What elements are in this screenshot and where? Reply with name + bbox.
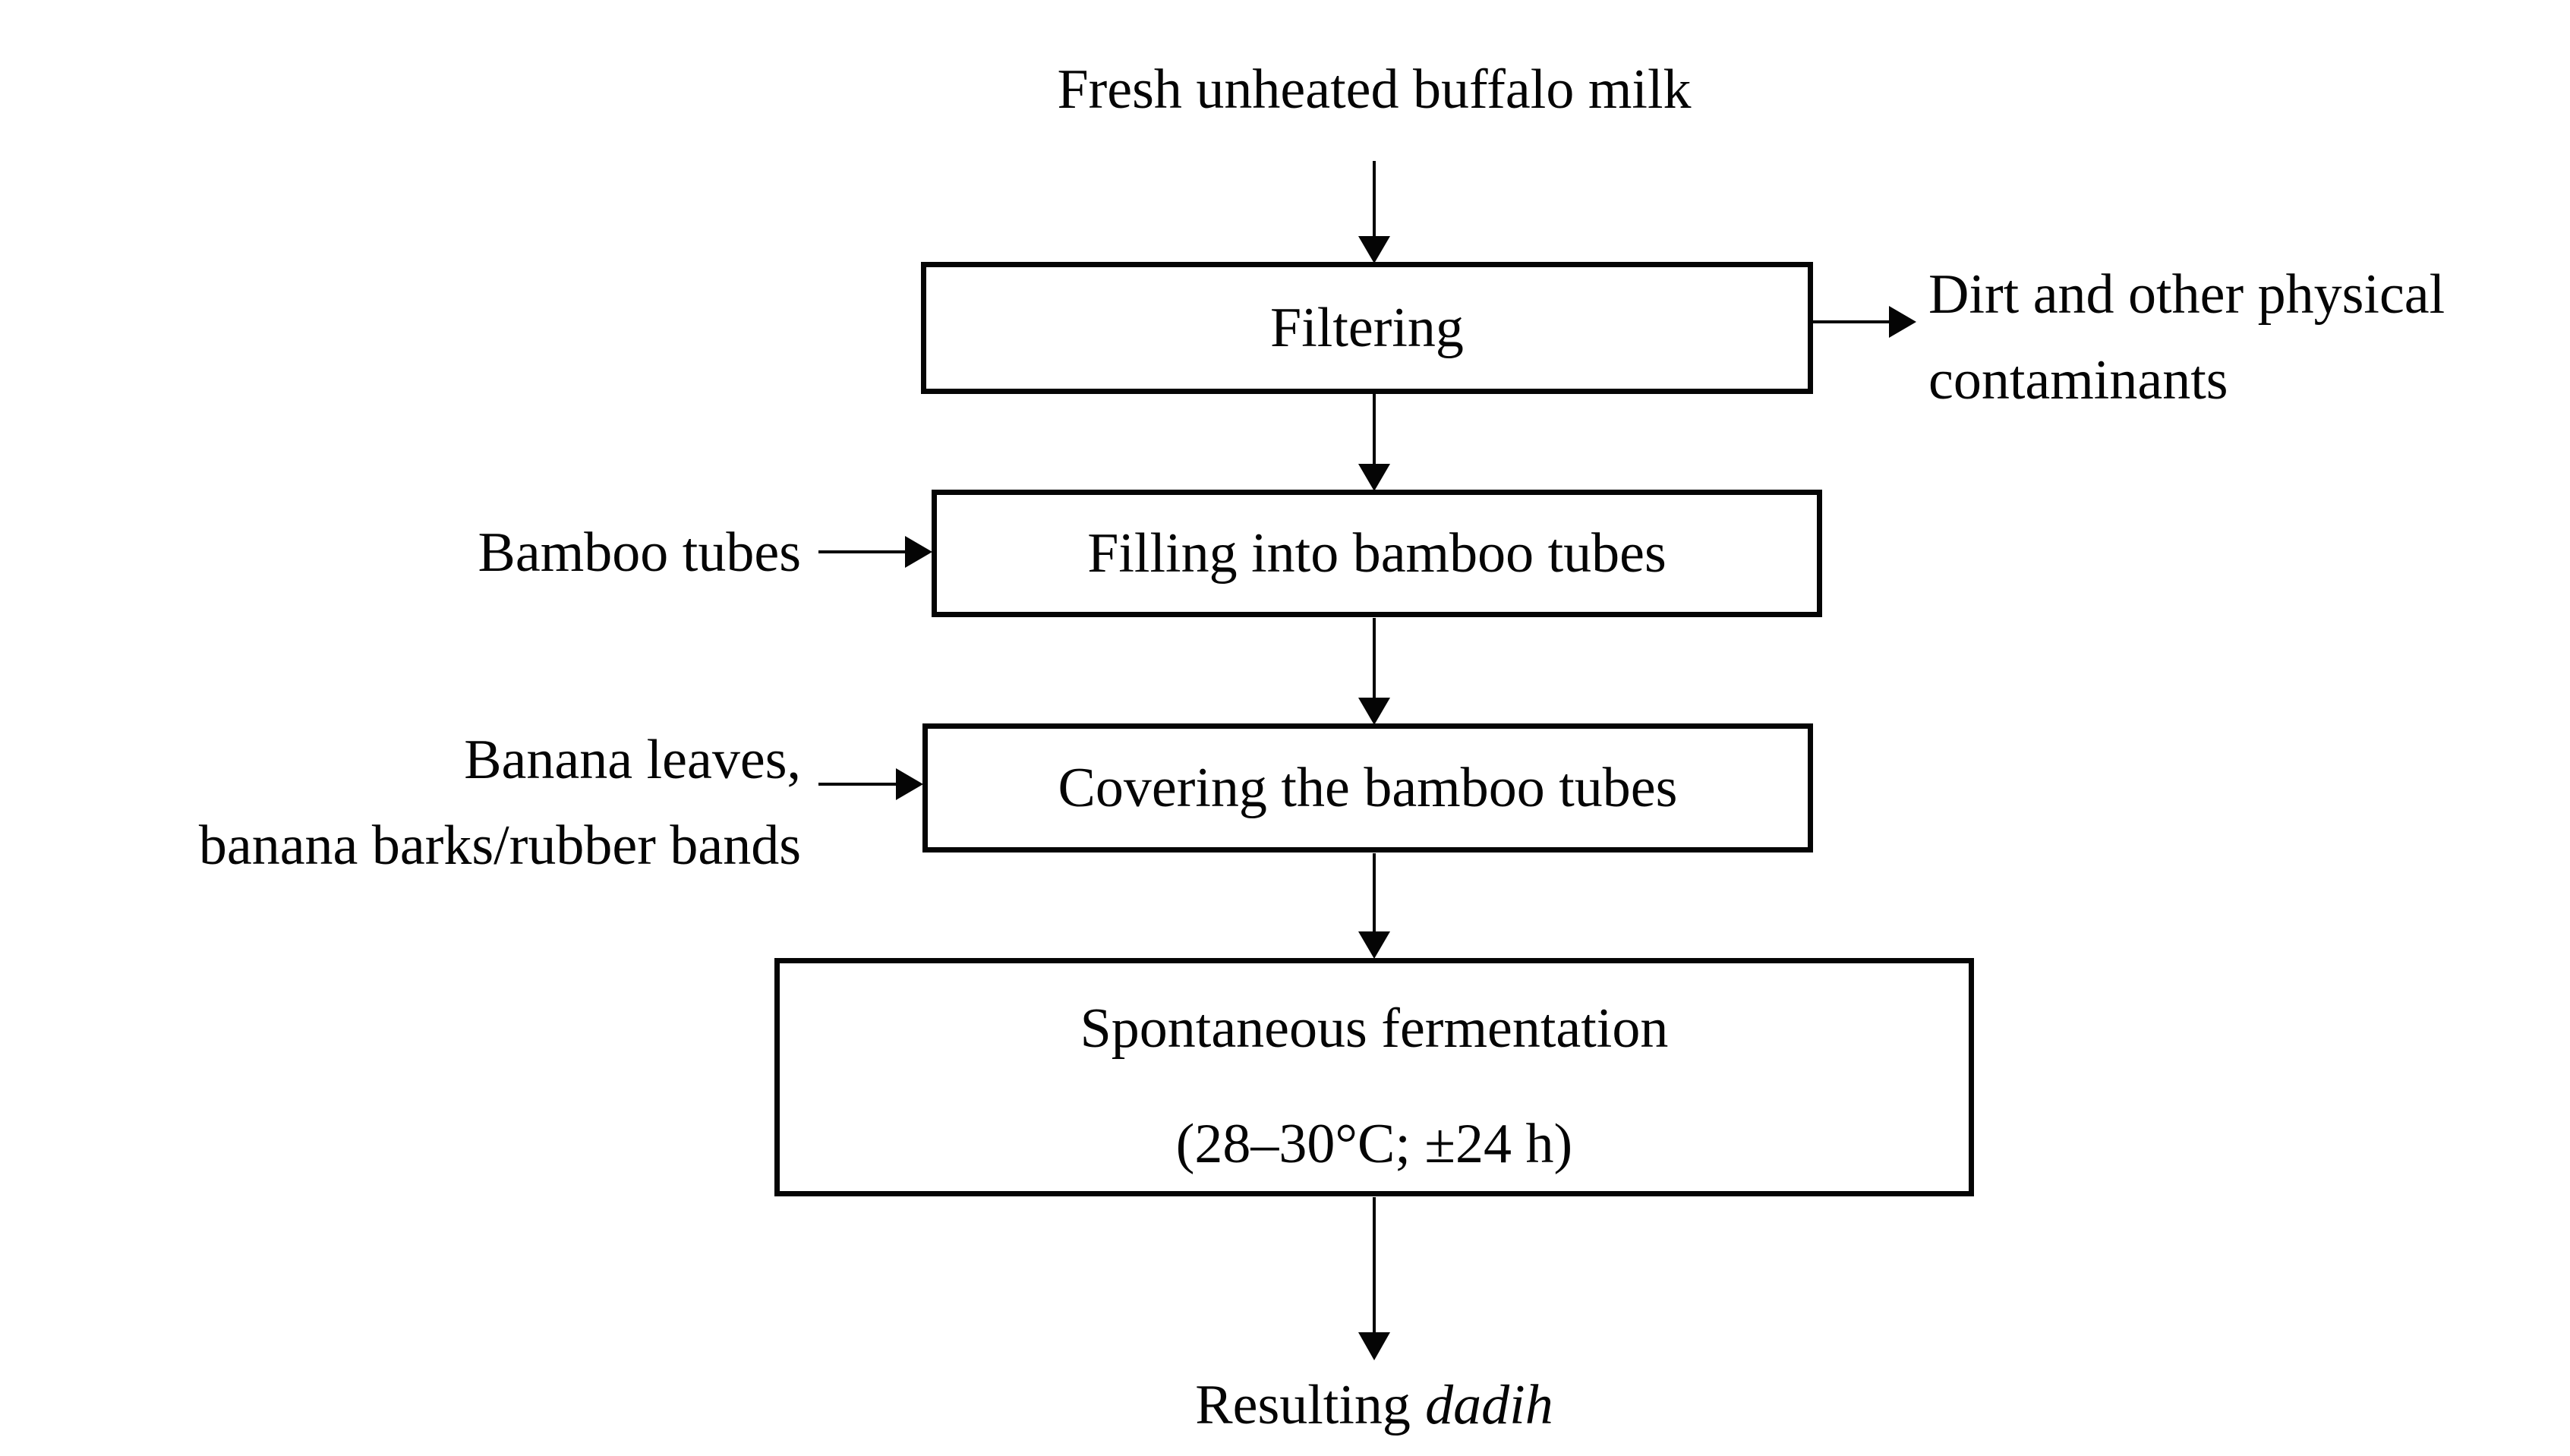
arrow-bamboo-tubes-to-filling bbox=[818, 536, 932, 568]
arrow-filling-to-covering bbox=[1358, 618, 1390, 725]
byproduct-contaminants-label: Dirt and other physical contaminants bbox=[1928, 252, 2566, 424]
arrow-milk-to-filtering bbox=[1358, 161, 1390, 263]
input-banana-line2: banana barks/rubber bands bbox=[198, 815, 801, 877]
process-box-fermentation-line1: Spontaneous fermentation bbox=[1080, 997, 1669, 1060]
process-box-covering: Covering the bamboo tubes bbox=[922, 723, 1813, 852]
process-box-fermentation-line2: (28–30°C; ±24 h) bbox=[1175, 1113, 1573, 1175]
byproduct-contaminants-line1: Dirt and other physical bbox=[1928, 263, 2445, 326]
process-box-covering-label: Covering the bamboo tubes bbox=[1058, 756, 1678, 819]
input-banana-line1: Banana leaves, bbox=[464, 729, 801, 791]
input-bamboo-tubes-label: Bamboo tubes bbox=[478, 522, 801, 584]
start-node-label: Fresh unheated buffalo milk bbox=[1057, 58, 1692, 121]
arrow-covering-to-fermentation bbox=[1358, 853, 1390, 959]
process-box-fermentation: Spontaneous fermentation (28–30°C; ±24 h… bbox=[774, 958, 1974, 1196]
process-box-filtering-label: Filtering bbox=[1270, 296, 1464, 359]
arrow-fermentation-to-result bbox=[1358, 1197, 1390, 1360]
result-node-term: dadih bbox=[1425, 1374, 1553, 1436]
arrow-banana-to-covering bbox=[818, 768, 923, 800]
arrow-filtering-to-filling bbox=[1358, 394, 1390, 491]
arrow-filtering-to-contaminants bbox=[1813, 306, 1916, 338]
process-box-filtering: Filtering bbox=[921, 262, 1813, 394]
input-banana-label: Banana leaves, banana barks/rubber bands bbox=[46, 717, 801, 889]
process-box-filling-label: Filling into bamboo tubes bbox=[1087, 522, 1667, 585]
result-node-prefix: Resulting bbox=[1195, 1374, 1411, 1436]
process-box-filling: Filling into bamboo tubes bbox=[932, 490, 1822, 617]
byproduct-contaminants-line2: contaminants bbox=[1928, 349, 2228, 411]
